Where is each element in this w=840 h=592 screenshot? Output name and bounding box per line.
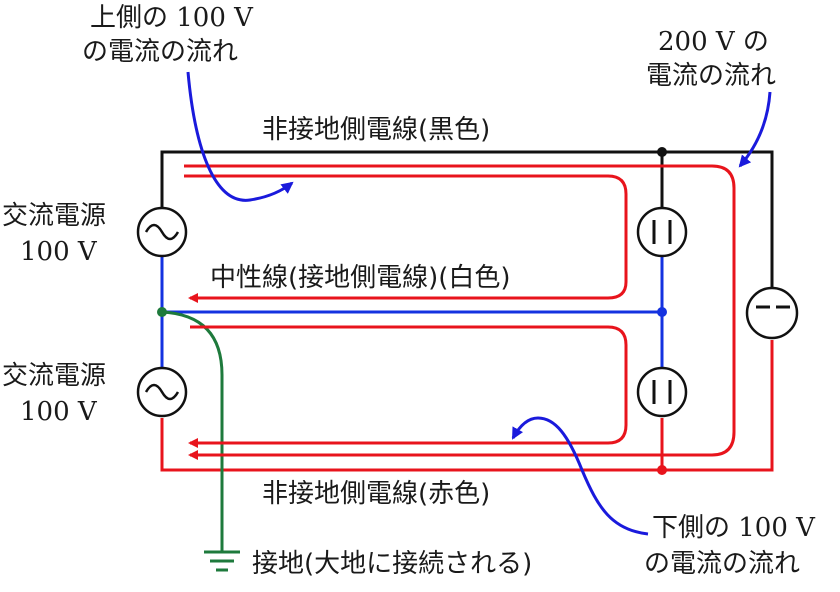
black-wire-label: 非接地側電線(黒色) bbox=[262, 115, 490, 145]
black-wire bbox=[160, 150, 774, 290]
lower-outlet-icon bbox=[636, 366, 688, 418]
lower-source-label-line1: 交流電源 bbox=[2, 361, 106, 391]
red-wire bbox=[160, 340, 774, 472]
neutral-wire-label: 中性線(接地側電線)(白色) bbox=[210, 263, 511, 293]
neutral-junction-dot bbox=[657, 307, 667, 317]
black-junction-dot bbox=[657, 147, 667, 157]
upper-ac-source-icon bbox=[136, 206, 188, 258]
ground-label: 接地(大地に接続される) bbox=[252, 549, 532, 579]
200v-flow-label-line1: 200 V の bbox=[658, 27, 769, 57]
upper-100v-flow bbox=[184, 174, 628, 303]
lower-flow-annotation-arrow bbox=[511, 416, 649, 536]
upper-source-label-line1: 交流電源 bbox=[2, 201, 106, 231]
upper-source-label-line2: 100 V bbox=[20, 237, 98, 267]
200v-flow-label-line2: 電流の流れ bbox=[646, 61, 776, 91]
lower-flow-label-line2: の電流の流れ bbox=[644, 549, 800, 579]
200v-flow bbox=[184, 164, 736, 460]
upper-flow-label-line2: の電流の流れ bbox=[82, 37, 238, 67]
upper-flow-annotation-arrow bbox=[186, 71, 294, 202]
ground-junction-dot bbox=[157, 307, 167, 317]
ground-wire bbox=[161, 310, 240, 572]
lower-flow-label-line1: 下側の 100 V bbox=[652, 513, 816, 543]
lower-source-label-line2: 100 V bbox=[20, 397, 98, 427]
upper-flow-label-line1: 上側の 100 V bbox=[90, 3, 254, 33]
red-junction-dot bbox=[657, 465, 667, 475]
red-wire-label: 非接地側電線(赤色) bbox=[262, 479, 490, 509]
200v-outlet-icon bbox=[745, 286, 799, 340]
lower-100v-flow bbox=[188, 325, 628, 448]
200v-flow-annotation-arrow bbox=[738, 91, 772, 168]
upper-outlet-icon bbox=[636, 206, 688, 258]
lower-ac-source-icon bbox=[136, 366, 188, 418]
